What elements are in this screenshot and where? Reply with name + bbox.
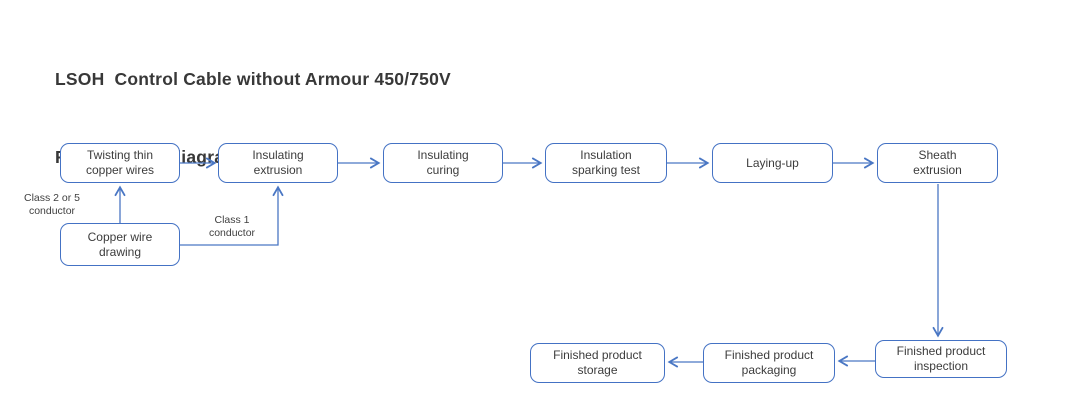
node-sheath-extrusion: Sheath extrusion bbox=[877, 143, 998, 183]
node-finished-product-packaging: Finished product packaging bbox=[703, 343, 835, 383]
node-laying-up: Laying-up bbox=[712, 143, 833, 183]
label-class-1-conductor: Class 1 conductor bbox=[208, 214, 256, 239]
node-twisting-thin-copper-wires: Twisting thin copper wires bbox=[60, 143, 180, 183]
page-title: LSOH Control Cable without Armour 450/75… bbox=[55, 14, 451, 222]
node-insulating-extrusion: Insulating extrusion bbox=[218, 143, 338, 183]
label-class-2-or-5-conductor: Class 2 or 5 conductor bbox=[23, 192, 81, 217]
page-title-line1: LSOH Control Cable without Armour 450/75… bbox=[55, 69, 451, 89]
node-insulating-curing: Insulating curing bbox=[383, 143, 503, 183]
node-finished-product-storage: Finished product storage bbox=[530, 343, 665, 383]
node-copper-wire-drawing: Copper wire drawing bbox=[60, 223, 180, 266]
node-finished-product-inspection: Finished product inspection bbox=[875, 340, 1007, 378]
node-insulation-sparking-test: Insulation sparking test bbox=[545, 143, 667, 183]
